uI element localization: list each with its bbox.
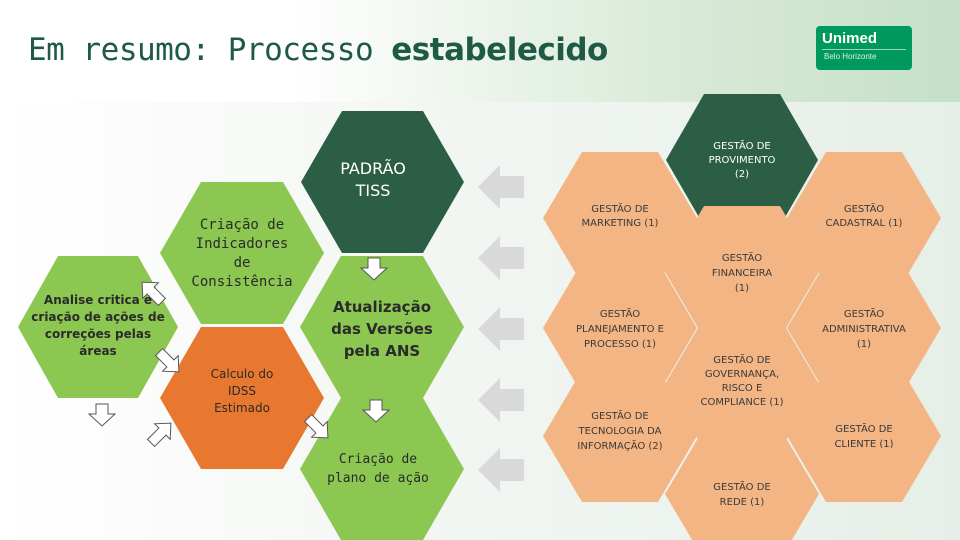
label-padrao-tiss: PADRÃO TISS: [340, 159, 406, 200]
arrow-diag-3: [146, 422, 172, 448]
arrow-diag-4: [303, 413, 329, 439]
hex-planejamento: [543, 262, 697, 394]
label-governanca: GESTÃO DE GOVERNANÇA, RISCO E COMPLIANCE…: [700, 355, 784, 408]
arrow-down-3: [87, 403, 117, 427]
hex-analise: [18, 256, 178, 398]
gray-arrow-1: [478, 165, 524, 209]
label-planejamento: GESTÃO PLANEJAMENTO E PROCESSO (1): [576, 308, 664, 350]
hex-financeira: [665, 206, 819, 338]
flow-arrows: [87, 257, 391, 448]
hex-administrativa: [787, 262, 941, 394]
label-cliente: GESTÃO DE CLIENTE (1): [834, 424, 894, 450]
label-plano: Criação de plano de ação: [327, 452, 429, 486]
hex-calculo: [160, 327, 324, 469]
arrow-diag-2: [141, 281, 167, 307]
label-atualizacao: Atualização das Versões pela ANS: [331, 298, 433, 360]
gray-arrow-3: [478, 307, 524, 351]
hex-atualizacao: [300, 256, 464, 398]
label-indicadores: Criação de Indicadores de Consistência: [191, 217, 293, 290]
label-administrativa: GESTÃO ADMINISTRATIVA (1): [822, 308, 906, 350]
logo-brand: Unimed: [822, 30, 878, 47]
gray-arrow-4: [478, 378, 524, 422]
page-title: Em resumo: Processo estabelecido: [28, 32, 608, 68]
label-marketing: GESTÃO DE MARKETING (1): [581, 204, 659, 229]
header-band: [0, 0, 960, 102]
hex-padrao-tiss: [301, 111, 464, 253]
label-provimento: GESTÃO DE PROVIMENTO (2): [708, 141, 776, 180]
gray-arrow-2: [478, 236, 524, 280]
page-title-part2: estabelecido: [391, 32, 608, 68]
hex-indicadores: [160, 182, 324, 324]
label-tecnologia: GESTÃO DE TECNOLOGIA DA INFORMAÇÃO (2): [577, 410, 663, 452]
gray-arrows: [478, 165, 524, 492]
hex-tecnologia: [543, 370, 697, 502]
arrow-down-2: [361, 399, 391, 423]
hex-cadastral: [787, 152, 941, 284]
label-calculo: Calculo do IDSS Estimado: [210, 366, 274, 415]
hex-plano: [300, 398, 464, 540]
hex-rede: [665, 428, 819, 540]
label-rede: GESTÃO DE REDE (1): [713, 482, 771, 508]
hex-marketing: [543, 152, 697, 284]
logo-divider: [822, 49, 906, 50]
arrow-diag-1: [154, 347, 180, 373]
gray-arrow-5: [478, 448, 524, 492]
logo-city: Belo Horizonte: [824, 52, 877, 61]
label-analise: Analise critica e criação de ações de co…: [31, 293, 165, 358]
arrow-down-1: [359, 257, 389, 281]
hex-provimento: [666, 94, 818, 226]
hex-cliente: [787, 370, 941, 502]
hex-governanca: [665, 318, 819, 450]
unimed-logo: Unimed Belo Horizonte: [816, 26, 912, 70]
page-title-part1: Em resumo: Processo: [28, 32, 392, 68]
label-financeira: GESTÃO FINANCEIRA (1): [711, 252, 773, 294]
label-cadastral: GESTÃO CADASTRAL (1): [825, 204, 903, 229]
